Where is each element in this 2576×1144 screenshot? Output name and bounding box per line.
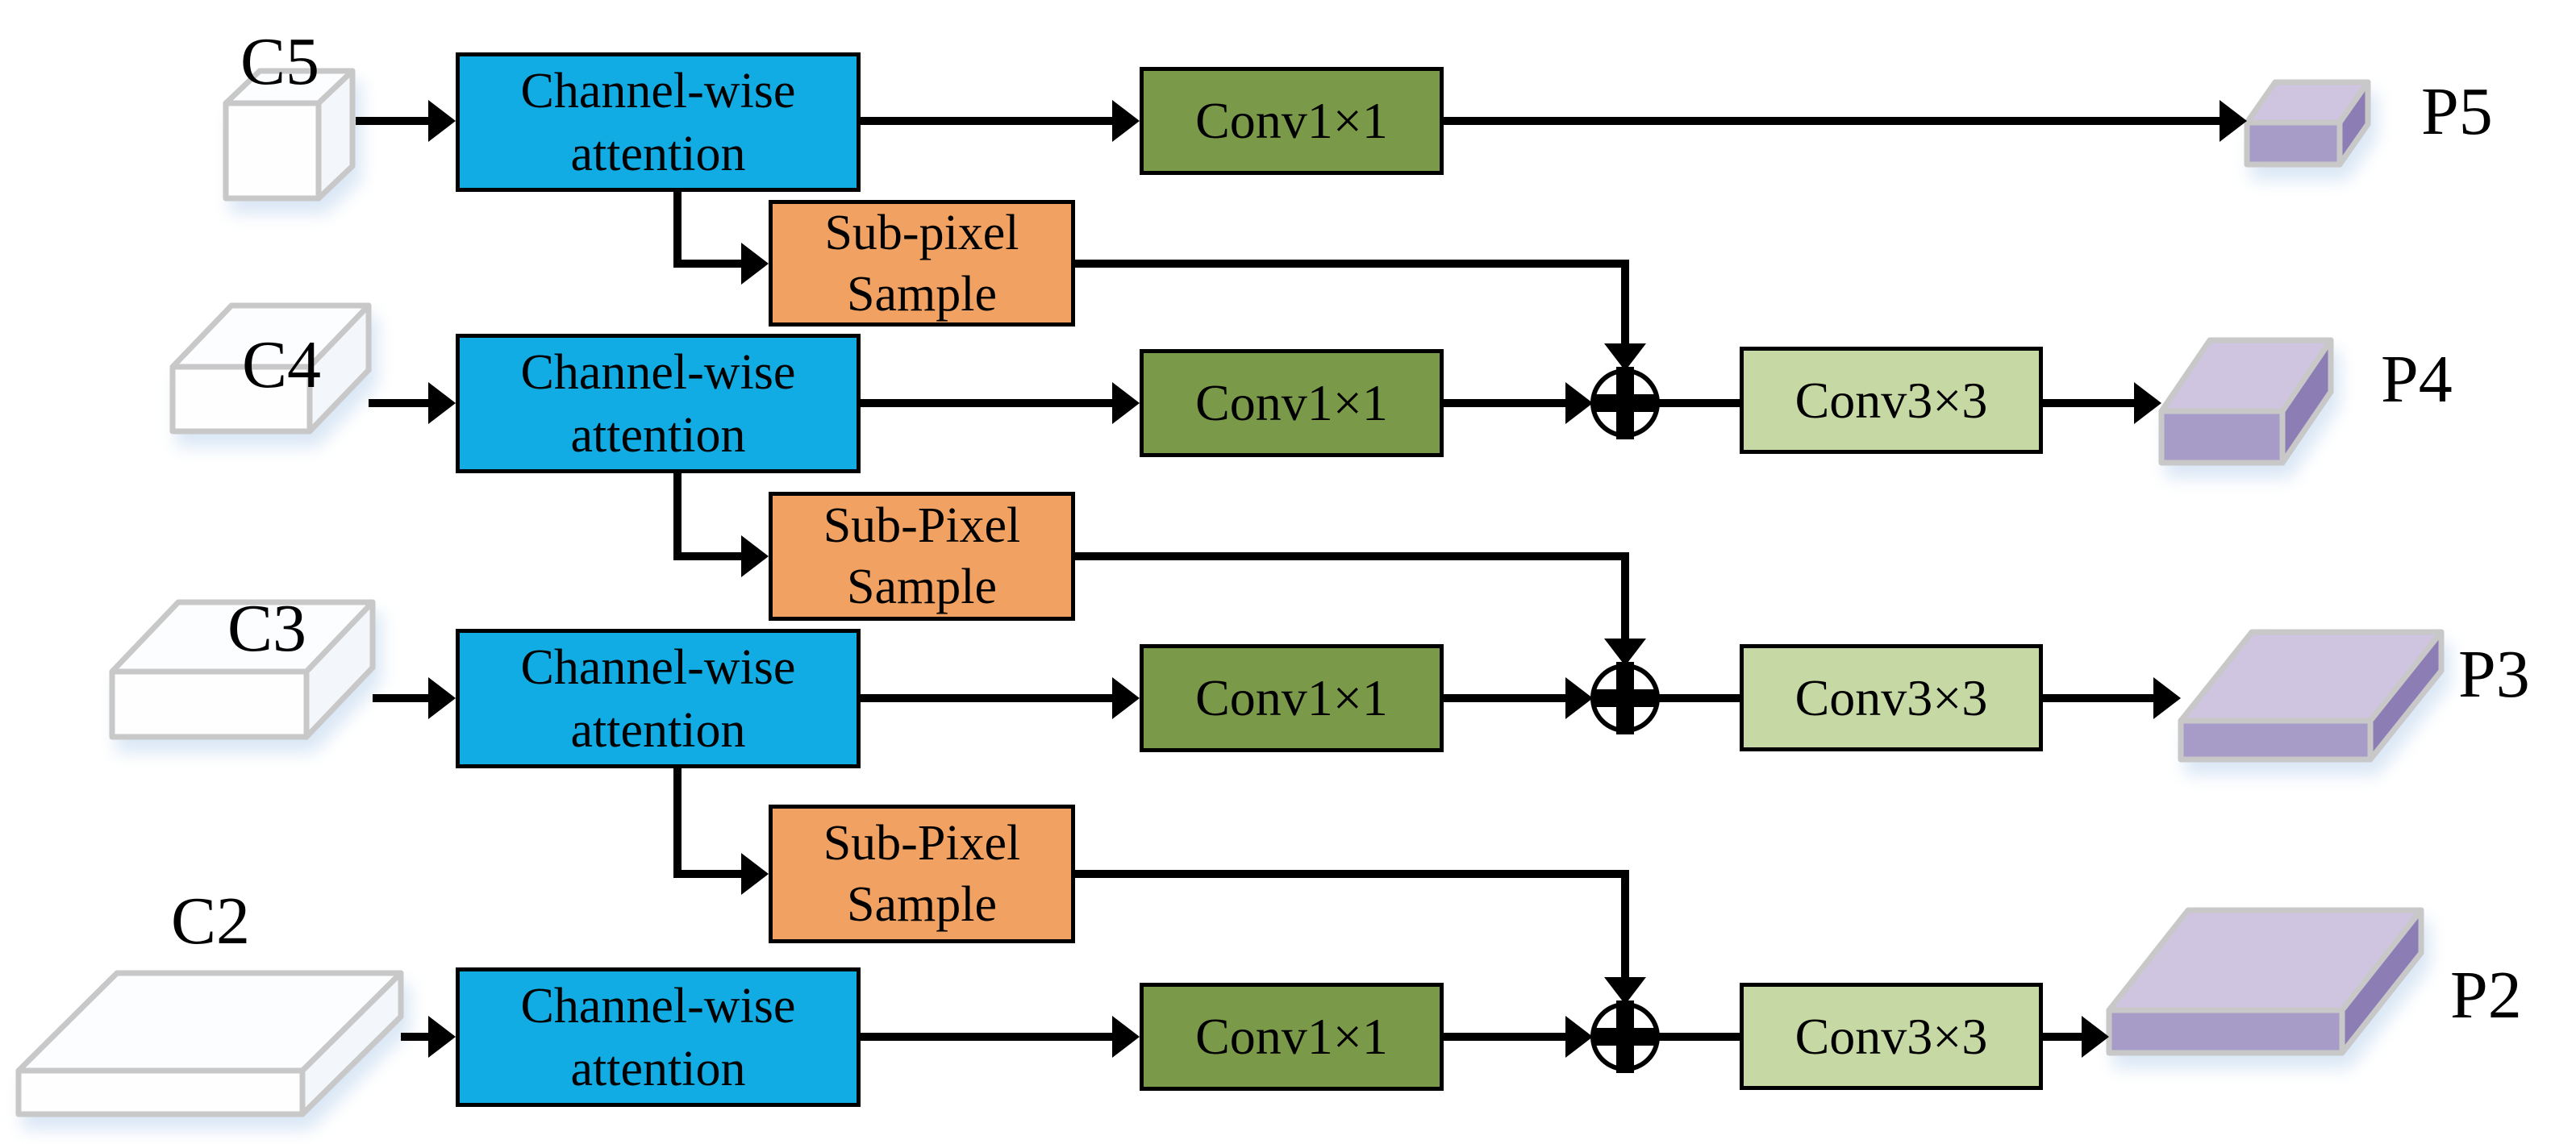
arrow-c3-to-attention	[373, 677, 456, 719]
elbow-attention1-to-subpixel1	[673, 192, 769, 285]
arrow-conv1-to-p5	[1444, 100, 2247, 142]
conv1x1-box-row1: Conv1×1	[1140, 67, 1444, 175]
attention-label-line1: Channel-wise	[520, 63, 796, 119]
add-icon	[1590, 1000, 1660, 1073]
conv3x3-box-row2: Conv3×3	[1740, 347, 2043, 454]
p5-feature-slab	[2244, 79, 2371, 168]
arrow-attention4-to-conv1	[861, 1016, 1140, 1058]
p3-feature-slab	[2178, 629, 2445, 763]
elbow-attention3-to-subpixel3	[673, 768, 769, 895]
cube-front-face	[169, 364, 313, 435]
conv1x1-label: Conv1×1	[1195, 1008, 1388, 1065]
conv3x3-box-row3: Conv3×3	[1740, 644, 2043, 751]
output-label-p5: P5	[2421, 74, 2493, 149]
slab-front-face	[2178, 718, 2374, 763]
arrow-attention3-to-conv1	[861, 677, 1140, 719]
arrow-conv3-to-p3	[2043, 677, 2181, 719]
subpixel-label-line1: Sub-pixel	[824, 205, 1019, 260]
attention-label-line1: Channel-wise	[520, 978, 796, 1034]
input-label-c3: C3	[227, 591, 307, 666]
arrow-attention1-to-conv1	[861, 100, 1140, 142]
conv1x1-box-row4: Conv1×1	[1140, 983, 1444, 1091]
c5-feature-cube	[223, 68, 356, 202]
subpixel-label-line1: Sub-Pixel	[823, 816, 1021, 871]
attention-box-row4: Channel-wise attention	[456, 967, 861, 1107]
output-label-p2: P2	[2450, 958, 2522, 1033]
subpixel-box-3: Sub-Pixel Sample	[769, 805, 1075, 943]
slab-front-face	[2244, 119, 2343, 168]
attention-box-row2: Channel-wise attention	[456, 334, 861, 473]
attention-label-line2: attention	[570, 126, 746, 181]
cube-front-face	[109, 668, 310, 740]
cube-front-face	[223, 100, 322, 202]
attention-label-line2: attention	[570, 702, 746, 758]
arrow-conv1-to-adder4	[1444, 1016, 1593, 1058]
conv1x1-box-row3: Conv1×1	[1140, 644, 1444, 752]
add-icon	[1590, 662, 1660, 734]
conv3x3-label: Conv3×3	[1794, 1007, 1988, 1065]
attention-label-line1: Channel-wise	[520, 639, 796, 695]
arrow-conv3-to-p2	[2043, 1016, 2109, 1058]
input-label-c2: C2	[171, 884, 251, 959]
conv1x1-box-row2: Conv1×1	[1140, 349, 1444, 457]
output-label-p3: P3	[2458, 637, 2530, 712]
elbow-subpixel3-to-adder4	[1075, 870, 1646, 1005]
p2-feature-slab	[2106, 907, 2424, 1056]
cube-front-face	[15, 1067, 306, 1117]
conv3x3-label: Conv3×3	[1794, 371, 1988, 429]
input-label-c4: C4	[242, 327, 322, 402]
arrow-attention2-to-conv1	[861, 382, 1140, 424]
output-label-p4: P4	[2381, 342, 2453, 417]
elbow-attention2-to-subpixel2	[673, 473, 769, 577]
c4-feature-cube	[169, 302, 372, 435]
subpixel-label-line2: Sample	[847, 560, 997, 614]
elbow-subpixel2-to-adder3	[1075, 552, 1646, 666]
arrow-c4-to-attention	[369, 382, 456, 424]
attention-box-row1: Channel-wise attention	[456, 52, 861, 192]
conv1x1-label: Conv1×1	[1195, 374, 1388, 431]
slab-front-face	[2158, 408, 2286, 466]
conv3x3-box-row4: Conv3×3	[1740, 983, 2043, 1090]
arrow-conv1-to-adder2	[1444, 382, 1593, 424]
arrow-conv1-to-adder3	[1444, 677, 1593, 719]
conv3x3-label: Conv3×3	[1794, 668, 1988, 726]
elbow-subpixel1-to-adder2	[1075, 260, 1646, 371]
conv1x1-label: Conv1×1	[1195, 669, 1388, 726]
subpixel-label-line1: Sub-Pixel	[823, 498, 1021, 553]
arrow-c5-to-attention	[356, 100, 456, 142]
arrow-c2-to-attention	[401, 1016, 456, 1058]
subpixel-label-line2: Sample	[847, 877, 997, 932]
conv1x1-label: Conv1×1	[1195, 92, 1388, 149]
input-label-c5: C5	[240, 24, 320, 99]
c2-feature-cube	[15, 970, 404, 1117]
subpixel-box-2: Sub-Pixel Sample	[769, 492, 1075, 621]
add-icon	[1590, 367, 1660, 439]
c3-feature-cube	[109, 599, 376, 740]
subpixel-label-line2: Sample	[847, 266, 997, 322]
p4-feature-slab	[2158, 337, 2334, 466]
arrow-conv3-to-p4	[2043, 382, 2161, 424]
subpixel-box-1: Sub-pixel Sample	[769, 200, 1075, 327]
attention-label-line2: attention	[570, 1041, 746, 1096]
attention-label-line1: Channel-wise	[520, 344, 796, 400]
attention-box-row3: Channel-wise attention	[456, 629, 861, 768]
slab-front-face	[2106, 1007, 2345, 1056]
attention-label-line2: attention	[570, 407, 746, 463]
